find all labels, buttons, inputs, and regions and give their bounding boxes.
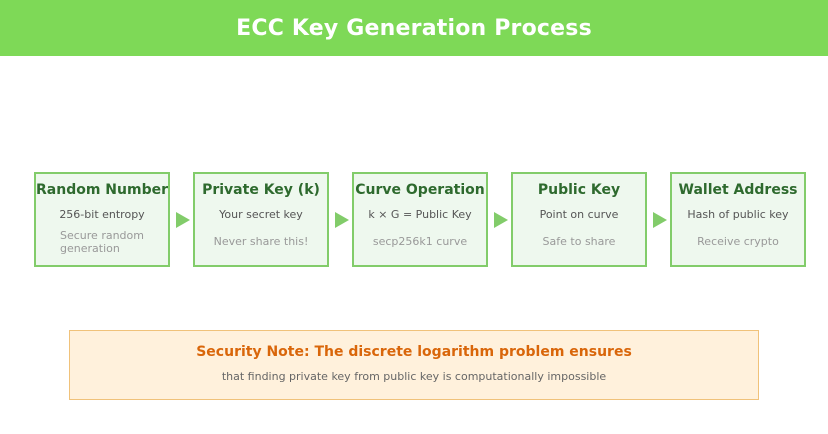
step-description: Point on curve bbox=[539, 208, 619, 221]
step-title: Public Key bbox=[537, 182, 621, 198]
step-description: k × G = Public Key bbox=[368, 208, 472, 221]
step-note: Safe to share bbox=[542, 235, 616, 248]
step-title: Wallet Address bbox=[678, 182, 798, 198]
step-title: Private Key (k) bbox=[202, 182, 320, 198]
security-note-box: Security Note: The discrete logarithm pr… bbox=[69, 330, 759, 400]
step-curve-operation: Curve Operation k × G = Public Key secp2… bbox=[352, 172, 488, 267]
step-note: secp256k1 curve bbox=[372, 235, 468, 248]
step-description: Your secret key bbox=[219, 208, 303, 221]
step-title: Curve Operation bbox=[355, 182, 485, 198]
page-title: ECC Key Generation Process bbox=[236, 15, 592, 41]
step-description: Hash of public key bbox=[687, 208, 789, 221]
step-random-number: Random Number 256-bit entropy Secure ran… bbox=[34, 172, 170, 267]
arrow-right-icon bbox=[494, 212, 508, 228]
step-note: Receive crypto bbox=[697, 235, 779, 248]
step-private-key: Private Key (k) Your secret key Never sh… bbox=[193, 172, 329, 267]
step-description: 256-bit entropy bbox=[59, 208, 145, 221]
security-note-text: that finding private key from public key… bbox=[221, 370, 607, 383]
header-banner: ECC Key Generation Process bbox=[0, 0, 828, 56]
arrow-right-icon bbox=[176, 212, 190, 228]
step-note: Never share this! bbox=[213, 235, 309, 248]
step-public-key: Public Key Point on curve Safe to share bbox=[511, 172, 647, 267]
step-wallet-address: Wallet Address Hash of public key Receiv… bbox=[670, 172, 806, 267]
step-title: Random Number bbox=[36, 182, 168, 198]
security-note-title: Security Note: The discrete logarithm pr… bbox=[196, 344, 632, 360]
arrow-right-icon bbox=[653, 212, 667, 228]
step-note: Secure random generation bbox=[60, 229, 144, 255]
arrow-right-icon bbox=[335, 212, 349, 228]
